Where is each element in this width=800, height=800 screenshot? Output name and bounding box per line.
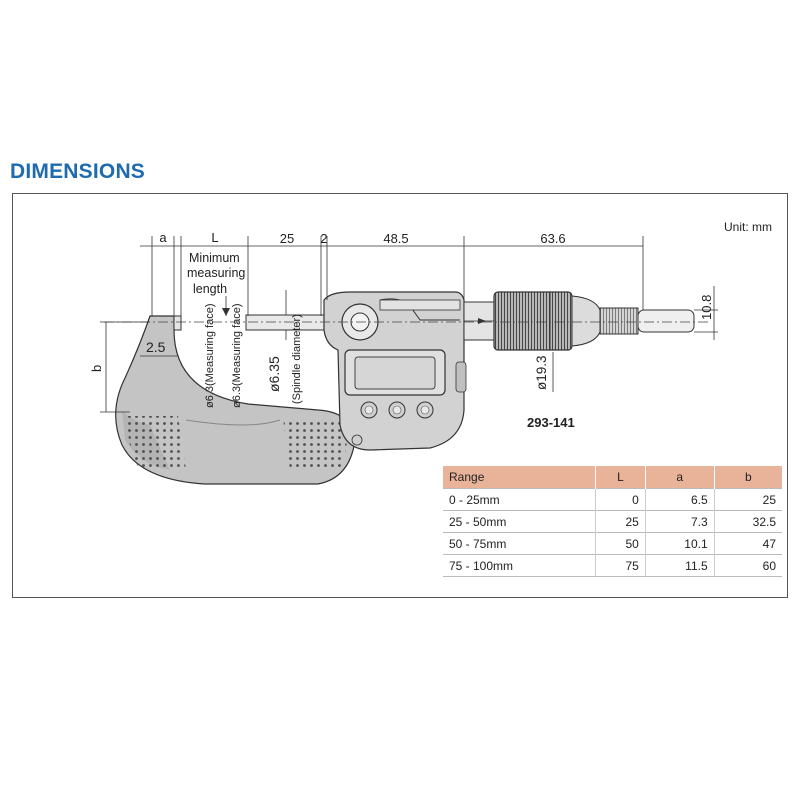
header-b: b [714,466,782,489]
header-L: L [595,466,646,489]
table-row: 25 - 50mm 25 7.3 32.5 [443,510,782,533]
measuring-face-label-right: ø6.3(Measuring face) [231,303,243,408]
sleeve [463,301,495,341]
cell-L: 25 [595,510,646,533]
dimensions-frame [12,193,788,598]
left-dimensions [100,321,178,413]
cell-b: 32.5 [714,510,782,533]
spindle-diameter-label: (Spindle diameter) [291,314,303,404]
cell-b: 60 [714,554,782,577]
dim-48-5-label: 48.5 [383,231,408,246]
dim-2-5-label: 2.5 [146,339,166,355]
cell-L: 50 [595,532,646,555]
cell-a: 7.3 [645,510,715,533]
cell-b: 25 [714,488,782,511]
table-row: 50 - 75mm 50 10.1 47 [443,532,782,555]
measuring-face-label-left: ø6.3(Measuring face) [204,303,216,408]
header-range: Range [443,466,596,489]
control-buttons [351,401,434,446]
dim-10-8-label: 10.8 [699,295,714,320]
cell-a: 11.5 [645,554,715,577]
side-button [455,361,467,393]
ratchet [571,295,695,347]
dim-19-3-label: ø19.3 [534,355,549,390]
min-length-line3: length [193,282,227,296]
cell-b: 47 [714,532,782,555]
cell-range: 25 - 50mm [443,510,596,533]
dim-b-label: b [89,365,104,372]
header-a: a [645,466,715,489]
dim-63-6-label: 63.6 [540,231,565,246]
top-dimension-chain [140,236,644,316]
min-length-line2: measuring [187,266,245,280]
micrometer-frame-body [115,315,356,485]
table-row: 75 - 100mm 75 11.5 60 [443,554,782,577]
min-length-line1: Minimum [189,251,240,265]
model-number: 293-141 [527,415,575,430]
dim-6-35-label: ø6.35 [266,356,282,392]
thimble [493,291,573,351]
dim-a-label: a [159,230,167,245]
range-table: Range L a b 0 - 25mm 0 6.5 25 25 - 50mm … [443,466,782,577]
dim-25-label: 25 [280,231,294,246]
section-heading: DIMENSIONS [10,160,146,183]
cell-range: 75 - 100mm [443,554,596,577]
dim-2-label: 2 [320,231,327,246]
spindle [245,314,325,331]
cell-range: 0 - 25mm [443,488,596,511]
cell-a: 10.1 [645,532,715,555]
dim-L-label: L [211,230,218,245]
cell-L: 75 [595,554,646,577]
cell-a: 6.5 [645,488,715,511]
cell-range: 50 - 75mm [443,532,596,555]
lcd-screen [344,349,446,396]
unit-label: Unit: mm [724,220,772,234]
table-header-row: Range L a b [443,466,782,489]
table-row: 0 - 25mm 0 6.5 25 [443,488,782,511]
cell-L: 0 [595,488,646,511]
min-length-callout: Minimum measuring length [187,251,245,316]
anvil [173,315,182,331]
